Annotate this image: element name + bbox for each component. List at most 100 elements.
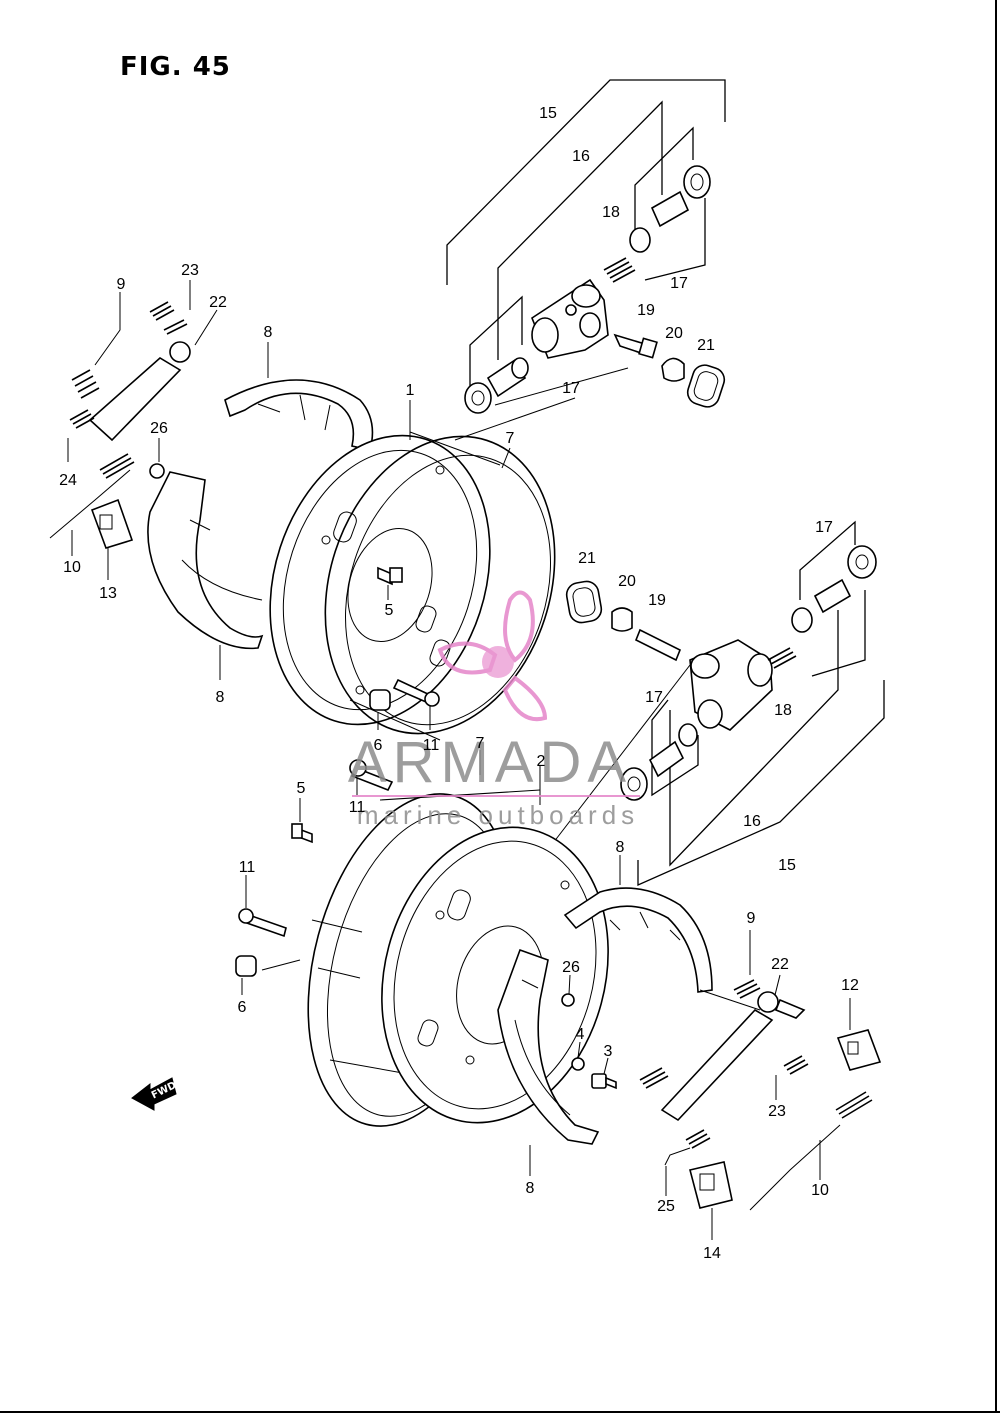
adjuster-lever-lower: [660, 991, 806, 1122]
armada-watermark: ARMADA marine outboards: [348, 590, 640, 830]
callout-12: 12: [841, 977, 859, 994]
callout-16: 16: [572, 148, 590, 165]
callout-13: 13: [99, 585, 117, 602]
callout-21: 21: [578, 550, 596, 567]
piston-lower-left: [648, 740, 685, 778]
callouts-lower-right: 9 22 12 23 10 25 14: [657, 910, 859, 1262]
callout-14: 14: [703, 1245, 721, 1262]
spring-9-upper: [71, 369, 100, 399]
leader-22-upper: [194, 309, 218, 346]
bracket-17-upper-left: [469, 295, 523, 390]
callout-26: 26: [562, 959, 580, 976]
propeller-logo-icon: [437, 590, 548, 722]
callout-5: 5: [297, 780, 306, 797]
nut-26-upper: [149, 463, 165, 479]
nut-6-upper: [369, 689, 391, 711]
bolt-3: [591, 1073, 607, 1089]
lower-wheel-cylinder-group: [539, 520, 885, 886]
bracket-15-upper: [446, 79, 726, 285]
leader-9-upper: [94, 292, 121, 366]
callout-20: 20: [665, 325, 683, 342]
leader-7-upper: [501, 447, 511, 469]
nut-4: [571, 1057, 585, 1071]
callouts-upper-cylinder: 15 16 18 17 17 19 20 21: [539, 105, 715, 397]
boot-lower-left: [620, 767, 648, 801]
bleeder-cap-lower: [611, 607, 633, 632]
callout-4: 4: [576, 1026, 585, 1043]
spring-25-hook: [664, 1147, 691, 1166]
spring-18-lower: [767, 647, 797, 669]
callouts-upper-drum: 1 7 5 6 11: [374, 382, 515, 754]
bracket-16-upper: [497, 100, 663, 360]
nut-26-lower: [561, 993, 575, 1007]
watermark-brand: ARMADA: [348, 730, 632, 795]
callout-17: 17: [562, 380, 580, 397]
callout-11: 11: [239, 859, 256, 876]
callout-20: 20: [618, 573, 636, 590]
callout-25: 25: [657, 1198, 675, 1215]
spring-10-lower-hook: [749, 1124, 841, 1211]
leader-26-lower: [568, 974, 571, 995]
gasket-lower: [565, 580, 603, 624]
nut-6-lower: [235, 955, 257, 977]
upper-brake-drum: [324, 400, 556, 741]
upper-left-hardware: [49, 280, 218, 580]
callout-21: 21: [697, 337, 715, 354]
lower-brake-shoe-right: [563, 855, 713, 993]
bleeder-cap-upper: [661, 357, 685, 382]
spring-25: [685, 1129, 711, 1149]
lower-drum-fasteners: [235, 759, 617, 1090]
bleeder-screw-lower: [634, 628, 682, 662]
callout-11: 11: [349, 799, 366, 816]
callout-8: 8: [216, 689, 225, 706]
clip-14: [689, 1161, 733, 1209]
spring-18-upper: [603, 257, 636, 283]
spring-23-upper: [163, 319, 188, 335]
leader-3: [603, 1057, 609, 1075]
wheel-cylinder-body-lower: [689, 639, 773, 731]
bolt-5-upper: [377, 566, 393, 586]
lower-brake-shoe-left: [497, 948, 600, 1176]
figure-title: FIG. 45: [120, 52, 231, 82]
spring-9b-upper: [149, 301, 175, 321]
callout-15: 15: [778, 857, 796, 874]
callout-26: 26: [150, 420, 168, 437]
upper-backing-plate: [269, 434, 491, 726]
callout-22: 22: [771, 956, 789, 973]
callout-16: 16: [743, 813, 761, 830]
callouts-lower-cylinder: 21 20 19 17 17 18 16 15: [578, 519, 833, 874]
callout-17: 17: [815, 519, 833, 536]
leader-22-lower: [774, 974, 781, 996]
callout-2: 2: [537, 753, 546, 770]
spring-10-upper: [99, 453, 135, 479]
wheel-cylinder-body-upper: [531, 278, 609, 359]
adjuster-lever-upper: [88, 341, 191, 442]
callout-22: 22: [209, 294, 227, 311]
leader-cylinder-drum: [454, 397, 576, 441]
callout-17: 17: [645, 689, 663, 706]
upper-brake-shoe-top: [224, 342, 374, 451]
clip-13: [90, 498, 134, 549]
callout-18: 18: [602, 204, 620, 221]
bolt-5-upper-head: [389, 567, 403, 583]
upper-brake-shoe-bottom: [147, 471, 264, 680]
gasket-upper: [686, 364, 726, 408]
bracket-17-lower-left: [651, 699, 699, 797]
callout-19: 19: [648, 592, 666, 609]
callout-6: 6: [238, 999, 247, 1016]
callout-5: 5: [385, 602, 394, 619]
upper-drum-fasteners: [369, 566, 440, 730]
piston-kit-upper-left: [464, 357, 529, 414]
cup-lower-right: [791, 607, 813, 633]
spring-23-lower: [783, 1055, 809, 1075]
bracket-17-upper-right: [634, 126, 694, 250]
lower-backing-plate: [381, 826, 609, 1124]
upper-wheel-cylinder-group: [446, 79, 726, 441]
clip-12: [836, 1029, 882, 1071]
piston-lower-right: [813, 578, 852, 614]
fwd-arrow-icon: FWD: [131, 1077, 178, 1111]
callout-6: 6: [374, 737, 383, 754]
callouts-lower-drum: 7 2 11 5 11 6 8 26 4 3 8: [238, 735, 625, 1197]
